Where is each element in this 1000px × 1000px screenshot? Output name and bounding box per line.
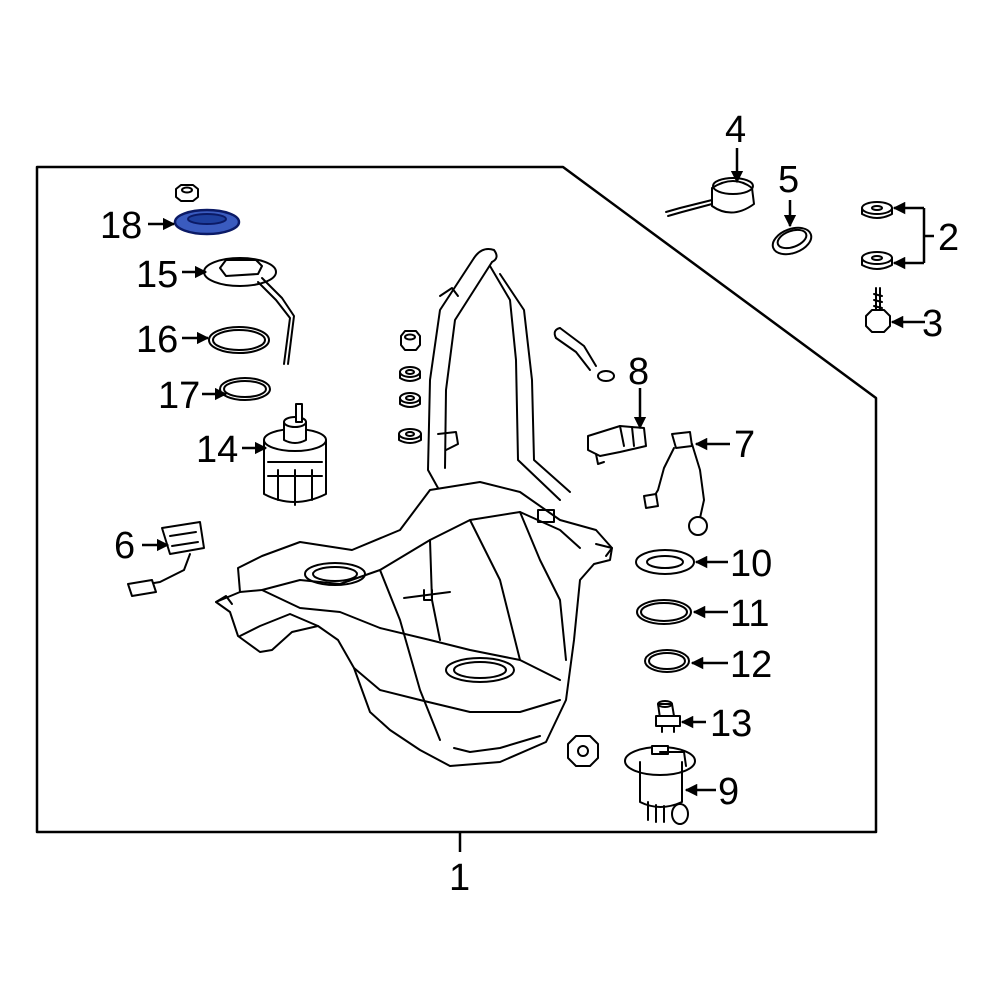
callout-1[interactable]: 1 xyxy=(449,857,470,899)
callout-3[interactable]: 3 xyxy=(922,303,943,345)
breather-hose xyxy=(553,327,615,382)
part-7-wire-harness[interactable] xyxy=(643,431,708,536)
callout-15[interactable]: 15 xyxy=(136,254,178,296)
part-9-pump-module[interactable] xyxy=(624,745,696,825)
part-12-o-ring[interactable] xyxy=(644,649,690,673)
part-14-fuel-pump[interactable] xyxy=(263,403,327,506)
part-1-fuel-tank xyxy=(215,481,613,767)
part-3-bolt[interactable] xyxy=(865,287,891,333)
filler-neck-pipe xyxy=(427,248,571,523)
grommet-stack xyxy=(398,330,422,444)
drain-plug xyxy=(567,735,599,767)
callout-6[interactable]: 6 xyxy=(114,525,135,567)
callout-17[interactable]: 17 xyxy=(158,375,200,417)
part-2-grommets[interactable] xyxy=(861,201,893,270)
callout-11[interactable]: 11 xyxy=(730,593,769,635)
part-11-seal-ring[interactable] xyxy=(636,599,692,625)
part-15-sender-unit[interactable] xyxy=(203,257,295,365)
callout-2[interactable]: 2 xyxy=(938,217,959,259)
lock-nut-part xyxy=(175,184,199,202)
part-8-sensor[interactable] xyxy=(587,425,647,465)
callout-18[interactable]: 18 xyxy=(100,205,142,247)
assembly-frame xyxy=(35,165,878,834)
part-18-gasket[interactable] xyxy=(173,208,241,236)
part-6-sensor-bracket[interactable] xyxy=(127,521,205,597)
callout-labels: 18 15 16 17 14 6 4 5 2 3 8 7 10 11 12 13… xyxy=(100,109,959,899)
callout-13[interactable]: 13 xyxy=(710,703,752,745)
callout-8[interactable]: 8 xyxy=(628,351,649,393)
callout-10[interactable]: 10 xyxy=(730,543,772,585)
callout-16[interactable]: 16 xyxy=(136,319,178,361)
part-13-connector[interactable] xyxy=(655,700,681,733)
callout-14[interactable]: 14 xyxy=(196,429,238,471)
callout-9[interactable]: 9 xyxy=(718,771,739,813)
callout-7[interactable]: 7 xyxy=(734,424,755,466)
part-10-gasket[interactable] xyxy=(635,549,695,575)
part-17-o-ring[interactable] xyxy=(219,377,271,401)
part-16-seal-ring[interactable] xyxy=(208,326,270,354)
callout-5[interactable]: 5 xyxy=(778,159,799,201)
leader-arrows xyxy=(142,148,934,797)
part-5-cap-seal[interactable] xyxy=(769,223,815,259)
callout-12[interactable]: 12 xyxy=(730,644,772,686)
part-4-filler-cap[interactable] xyxy=(665,177,755,217)
callout-4[interactable]: 4 xyxy=(725,109,746,151)
